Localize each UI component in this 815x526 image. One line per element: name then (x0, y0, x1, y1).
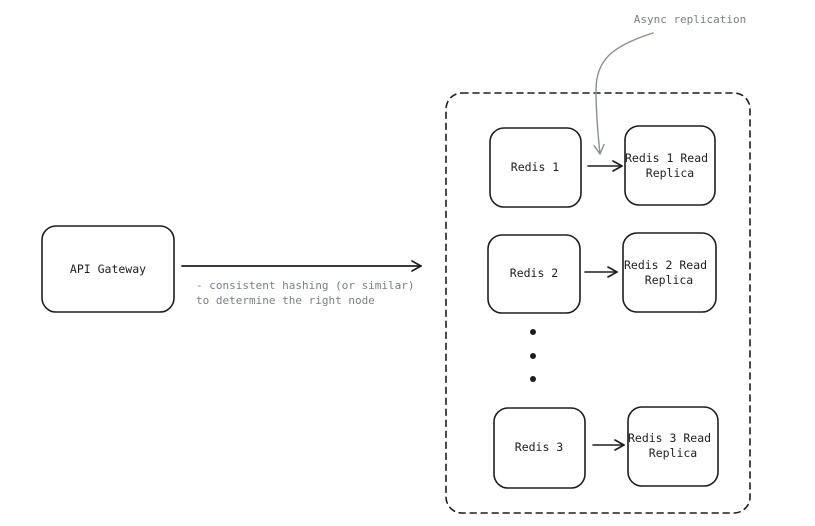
redis-3-label: Redis 3 (515, 440, 564, 454)
redis-1-replica-line-2: Replica (646, 166, 694, 180)
ellipsis-dot (530, 376, 536, 382)
routing-note-line-2: to determine the right node (196, 294, 375, 307)
redis-2-node: Redis 2 (487, 234, 581, 314)
api-gateway-label: API Gateway (70, 262, 146, 276)
redis-cluster-container (445, 92, 751, 514)
async-replication-arrow (593, 32, 654, 155)
redis-2-label: Redis 2 (510, 266, 558, 280)
redis-1-replica-line-1: Redis 1 Read (625, 151, 708, 165)
ellipsis-dot (530, 329, 536, 335)
ellipsis-dot (530, 353, 536, 359)
redis-2-replica-node: Redis 2 Read Replica (622, 232, 717, 313)
redis-1-label: Redis 1 (511, 160, 560, 174)
redis-2-replica-label: Redis 2 Read Replica (624, 258, 714, 287)
routing-note-line-1: - consistent hashing (or similar) (196, 279, 415, 292)
async-replication-note: Async replication (634, 13, 747, 26)
redis-3-replica-node: Redis 3 Read Replica (627, 406, 719, 487)
redis-3-replica-label: Redis 3 Read Replica (628, 431, 718, 460)
redis-1-node: Redis 1 (489, 127, 582, 208)
redis-1-replica-node: Redis 1 Read Replica (624, 125, 716, 206)
redis-3-node: Redis 3 (493, 407, 586, 489)
redis-3-replica-line-2: Replica (649, 446, 697, 460)
api-gateway-node: API Gateway (41, 225, 175, 313)
redis-1-replica-label: Redis 1 Read Replica (625, 151, 715, 180)
redis-2-replica-line-2: Replica (645, 273, 693, 287)
redis-3-replica-line-1: Redis 3 Read (628, 431, 711, 445)
routing-note: - consistent hashing (or similar) to det… (196, 279, 421, 307)
redis-2-replica-line-1: Redis 2 Read (624, 258, 707, 272)
